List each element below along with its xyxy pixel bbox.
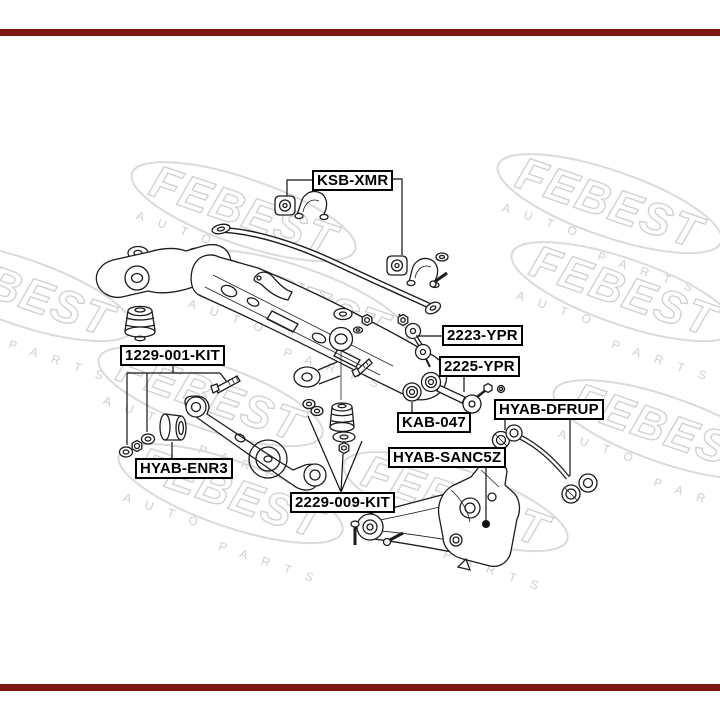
part-label-kab-047: KAB-047 (397, 412, 471, 433)
stabilizer-bar-drawing (211, 223, 442, 315)
part-label-hyab-sanc5z: HYAB-SANC5Z (388, 447, 507, 468)
cable-bracket (253, 271, 293, 301)
top-red-bar (0, 29, 720, 36)
arm-pivot-bolt (387, 531, 404, 543)
mount-washer (333, 307, 353, 321)
subframe-drawing (95, 243, 448, 401)
subframe-foot-eye (293, 366, 321, 388)
cam-washers (302, 398, 324, 417)
part-label-2225-ypr: 2225-YPR (439, 356, 520, 377)
mount-nut (361, 313, 373, 327)
stabilizer-bushing-left-cluster (274, 190, 329, 221)
upper-arm-drawing (491, 424, 598, 504)
subframe-bolt-right (351, 358, 373, 378)
part-label-1229-001-kit: 1229-001-KIT (120, 345, 225, 366)
bar-end-eye-right (424, 301, 442, 315)
watermark-swoosh (552, 379, 720, 481)
assist-link-drawing (420, 371, 506, 414)
bracket-washer (435, 252, 449, 262)
part-label-ksb-xmr: KSB-XMR (312, 170, 394, 191)
watermark-swoosh (510, 241, 720, 343)
subframe-cone-bushing-left (124, 305, 156, 342)
subframe-cone-bushing-right (329, 402, 356, 455)
part-label-2229-009-kit: 2229-009-KIT (290, 492, 395, 513)
bar-end-eye-left (211, 223, 231, 235)
part-label-hyab-dfrup: HYAB-DFRUP (494, 399, 604, 420)
stabilizer-link-drawing (397, 313, 432, 368)
knuckle-bushing-point (482, 520, 490, 528)
link-bushing-kab047 (402, 382, 422, 402)
part-label-2223-ypr: 2223-YPR (442, 325, 523, 346)
watermark-swoosh (117, 443, 344, 545)
watermark-swoosh (130, 161, 357, 263)
subframe-bolt-left (210, 375, 241, 394)
leader-lines (126, 178, 571, 520)
kit-washer-stack (118, 433, 156, 458)
watermark-swoosh (496, 153, 720, 255)
trailing-arm-knuckle-drawing (350, 460, 521, 571)
arm-bushing-enr3 (159, 413, 187, 441)
part-label-hyab-enr3: HYAB-ENR3 (135, 458, 233, 479)
bottom-red-bar (0, 684, 720, 691)
lower-control-arm-drawing (184, 395, 327, 491)
stabilizer-bushing-right-cluster (386, 252, 449, 289)
